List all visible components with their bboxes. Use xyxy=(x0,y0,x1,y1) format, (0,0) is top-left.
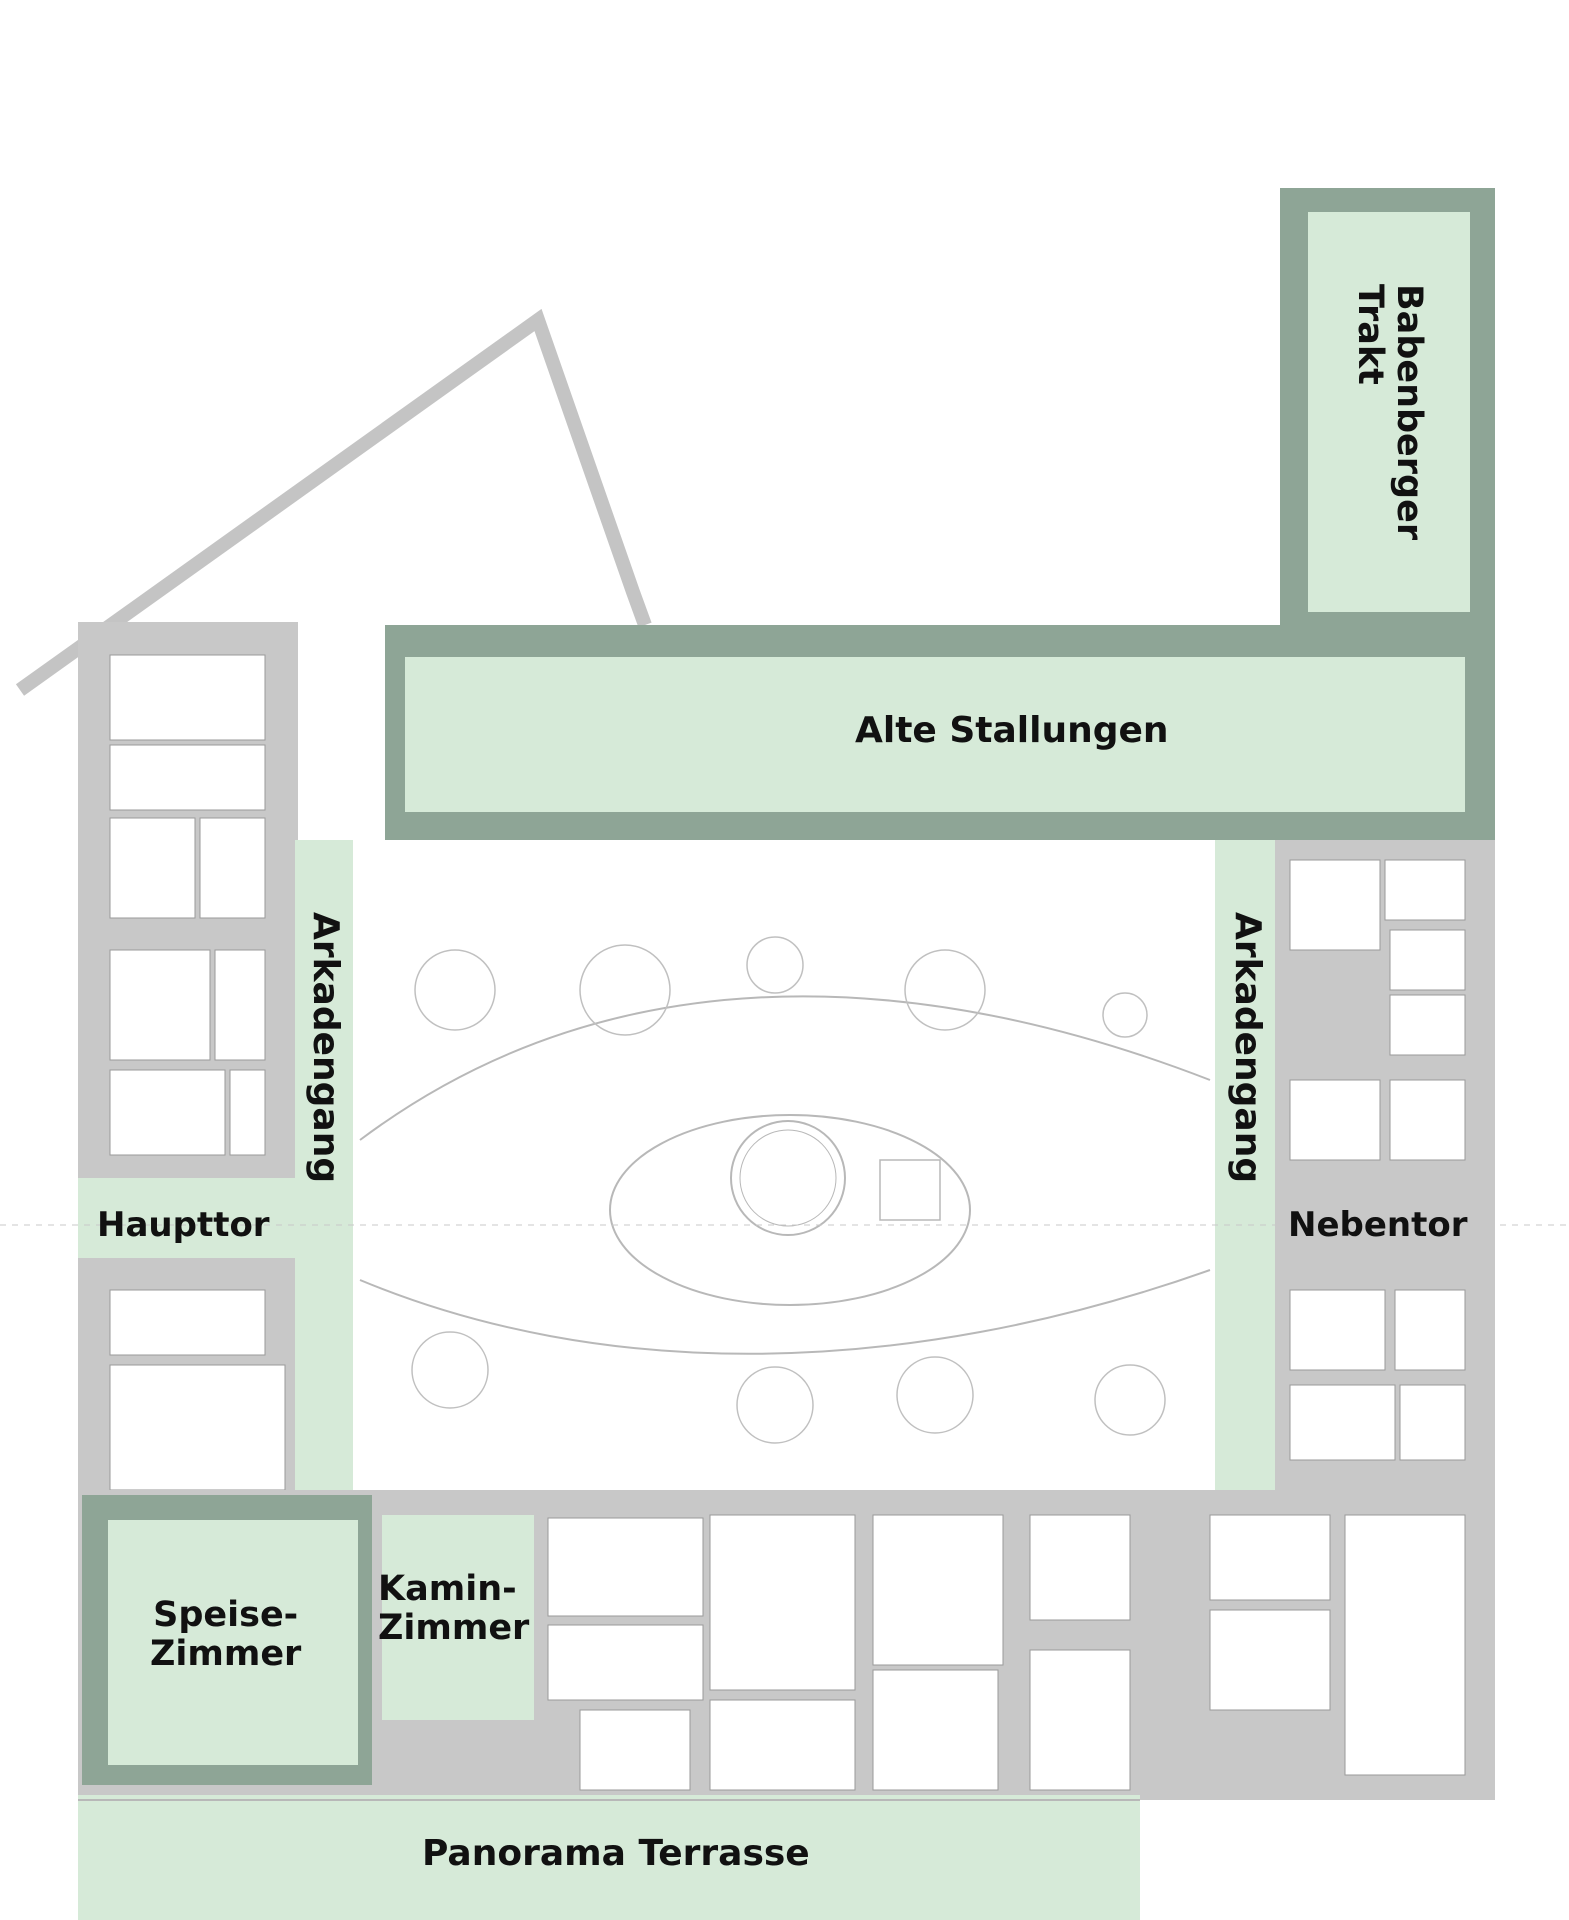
courtyard-path-bottom xyxy=(359,1269,1211,1355)
courtyard-path-top xyxy=(359,995,1211,1141)
south-wing-rooms xyxy=(547,1514,1466,1791)
main-gate-area xyxy=(78,1178,353,1258)
stallungen-room xyxy=(405,657,1465,812)
dining-room xyxy=(108,1520,358,1765)
label-arkadengang-east: Arkadengang xyxy=(1227,912,1268,1184)
babenberger-wing-room xyxy=(1308,212,1470,612)
label-arkadengang-west: Arkadengang xyxy=(305,912,346,1184)
fountain-inner xyxy=(739,1129,837,1227)
label-speise-zimmer: Speise- Zimmer xyxy=(150,1595,302,1674)
courtyard xyxy=(355,842,1215,1492)
label-babenberger-trakt: Babenberger Trakt xyxy=(1350,284,1430,541)
central-lawn xyxy=(609,1114,971,1306)
fireplace-room xyxy=(382,1515,534,1720)
perimeter-wall xyxy=(15,308,652,696)
arcade-east xyxy=(1215,840,1275,1490)
panorama-terrace xyxy=(78,1795,1140,1920)
courtyard-trees xyxy=(411,936,1166,1444)
label-haupttor: Haupttor xyxy=(97,1205,270,1245)
arcade-west xyxy=(295,840,353,1490)
label-nebentor: Nebentor xyxy=(1288,1205,1468,1245)
label-alte-stallungen: Alte Stallungen xyxy=(855,710,1169,751)
west-wing-rooms xyxy=(109,654,286,1491)
east-wing-rooms xyxy=(1289,859,1466,1461)
sculpture-plinth xyxy=(879,1159,941,1221)
label-kamin-zimmer: Kamin- Zimmer xyxy=(378,1569,530,1648)
fountain xyxy=(730,1120,846,1236)
label-panorama-terrasse: Panorama Terrasse xyxy=(422,1833,810,1874)
